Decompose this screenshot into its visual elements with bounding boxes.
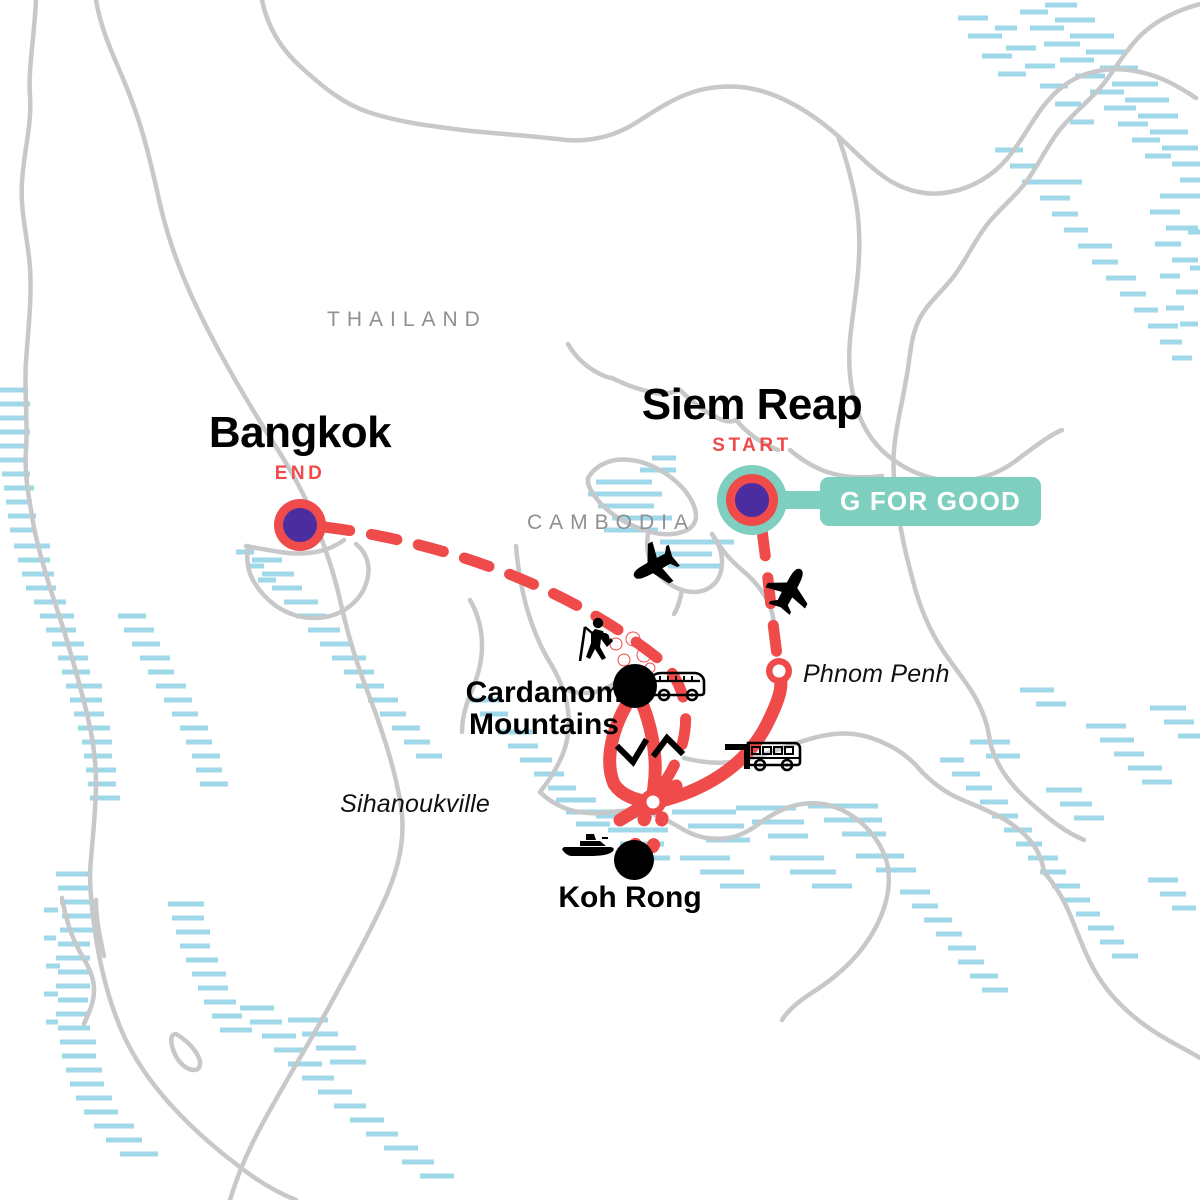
gforgood-connector: [778, 491, 828, 509]
map-markers: [274, 465, 828, 880]
transport-icons: [562, 541, 808, 856]
plane-icon: [633, 541, 680, 584]
marker-bangkok[interactable]: [274, 499, 326, 551]
boat-icon: [562, 834, 614, 856]
route-sihanoukville-to-phnom-penh-road: [650, 669, 788, 809]
route-sihanoukville-to-bangkok-flight: [318, 521, 692, 801]
bus-icon: [746, 741, 802, 772]
hiker-icon: [578, 617, 613, 662]
route-siem-reap-to-phnom-penh-flight: [756, 524, 784, 668]
arrow-up: [650, 733, 686, 759]
route-cardamom-to-sihanoukville-out: [603, 687, 657, 809]
marker-cardamom-mountains[interactable]: [613, 664, 657, 708]
marker-siem-reap[interactable]: [717, 465, 787, 535]
g-for-good-badge[interactable]: G FOR GOOD: [820, 477, 1041, 526]
route-sihanoukville-to-koh-rong-boat-2: [637, 811, 669, 867]
coastlines: [19, 0, 1200, 1200]
marker-phnom-penh[interactable]: [766, 658, 792, 684]
minibus-icon: [650, 671, 706, 702]
marker-sihanoukville[interactable]: [640, 789, 666, 815]
routes: [318, 521, 788, 867]
route-sihanoukville-to-koh-rong-boat: [627, 811, 652, 865]
marker-koh-rong[interactable]: [614, 840, 654, 880]
plane-icon: [765, 568, 808, 615]
arrow-down-left: [614, 737, 650, 767]
